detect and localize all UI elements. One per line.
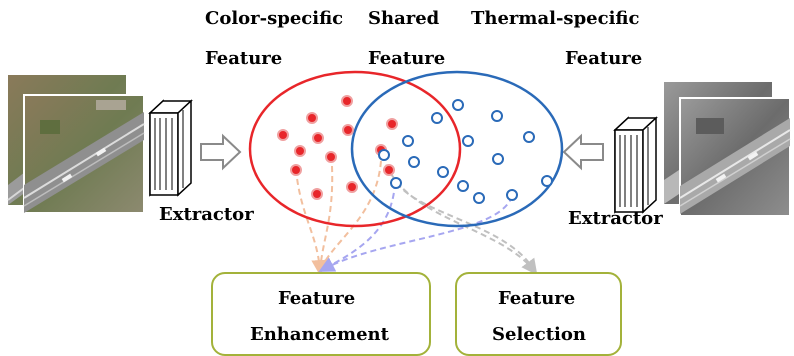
feature-enhancement-box [211,272,431,356]
thermal-point [462,135,474,147]
gray-arrow-2 [396,182,536,273]
color-point [311,188,323,200]
feature-selection-line1: Feature [498,288,576,309]
thermal-specific-label-line2: Feature [565,48,643,69]
thermal-point [541,175,553,187]
feature-enhancement-line2: Enhancement [250,324,389,345]
thermal-point [390,177,402,189]
color-point [386,118,398,130]
extractor-left-label: Extractor [159,204,254,225]
right-extractor-icon [613,116,658,214]
orange-arrow-3 [319,160,382,273]
thermal-image-front [679,97,791,217]
feature-selection-line2: Selection [492,324,586,345]
thermal-point [506,189,518,201]
shared-label-line1: Shared [368,8,440,29]
color-point [294,145,306,157]
left-hollow-arrow [200,133,242,171]
color-point [325,151,337,163]
thermal-point [523,131,535,143]
right-hollow-arrow [562,133,604,171]
color-point [342,124,354,136]
color-point [346,181,358,193]
color-point [277,129,289,141]
thermal-point [491,110,503,122]
thermal-image-stack [664,82,791,217]
color-image-front [23,94,145,214]
color-image-stack [7,75,145,214]
shared-label-line2: Feature [368,48,446,69]
thermal-point [473,192,485,204]
connection-arrows [295,154,538,276]
feature-selection-box [455,272,622,356]
color-point [341,95,353,107]
color-point [306,112,318,124]
color-feature-ellipse [248,70,462,228]
thermal-point [452,99,464,111]
thermal-feature-ellipse [350,70,564,228]
color-specific-label-line1: Color-specific [205,8,344,29]
thermal-specific-label-line1: Thermal-specific [471,8,640,29]
extractor-right-label: Extractor [568,208,663,229]
color-point [312,132,324,144]
gray-arrow-1 [382,154,538,276]
feature-enhancement-line1: Feature [278,288,356,309]
thermal-point [431,112,443,124]
thermal-feature-points [378,99,553,204]
color-specific-label-line2: Feature [205,48,283,69]
thermal-point [492,153,504,165]
color-feature-points [277,95,398,200]
thermal-point [402,135,414,147]
thermal-point [378,149,390,161]
color-point [383,164,395,176]
color-point [290,164,302,176]
thermal-point [408,156,420,168]
orange-arrow-2 [319,165,334,273]
left-extractor-icon [148,99,193,197]
blue-arrow-2 [321,195,513,271]
thermal-point [437,166,449,178]
thermal-point [457,180,469,192]
